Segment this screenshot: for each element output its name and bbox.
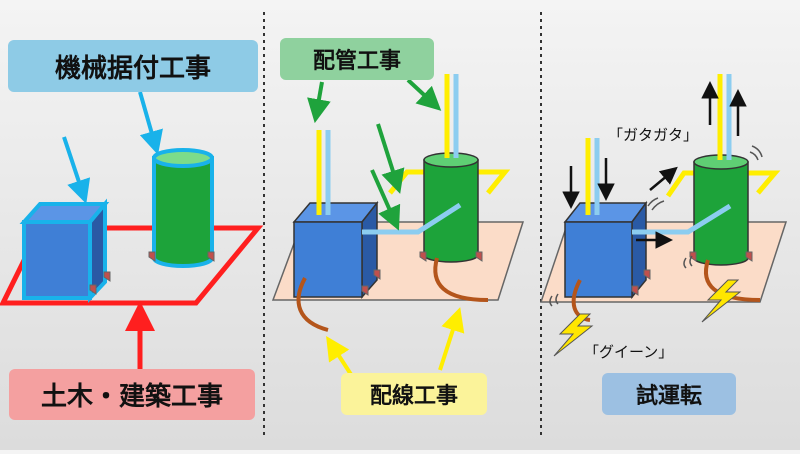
arrow-pipe-bend [376, 123, 405, 194]
anchor-bolts [89, 251, 215, 295]
label-installation: 機械据付工事 [8, 40, 258, 92]
arrow-pipe-box [307, 81, 331, 124]
cable-tank [704, 259, 761, 302]
panel-test-run [539, 74, 788, 357]
label-test-run: 試運転 [602, 373, 736, 415]
yellow-pipe-right [748, 170, 781, 195]
equipment-box [19, 198, 110, 304]
vibration-marks [549, 145, 763, 307]
arrow-pipe-tank [406, 78, 442, 111]
arrow-to-tank [138, 91, 163, 155]
arrow-to-box [62, 136, 91, 204]
arrow-wire-tank [438, 307, 465, 371]
spark-icon [553, 313, 594, 357]
cable-box [296, 277, 329, 332]
equipment-box [292, 200, 379, 299]
panel-installation [0, 91, 264, 369]
panel-piping [271, 74, 525, 378]
sound-hum: 「グイーン」 [584, 343, 674, 361]
equipment-tank [423, 152, 479, 263]
equipment-tank [152, 148, 214, 268]
flow-arrow-diagonal [649, 166, 678, 191]
blue-pipe-connector [362, 202, 462, 235]
cable-box [571, 279, 591, 322]
label-civil: 土木・建築工事 [9, 369, 255, 420]
blue-pipe-connector [632, 203, 732, 235]
label-wiring: 配線工事 [341, 373, 487, 415]
label-piping: 配管工事 [280, 38, 434, 80]
spark-icon [701, 279, 742, 323]
cable-tank [433, 257, 489, 302]
arrow-pipe-connector [370, 169, 401, 231]
yellow-pipe-right [478, 169, 511, 195]
sound-rattle: 「ガタガタ」 [608, 126, 699, 144]
anchor-bolts [361, 251, 483, 296]
anchor-bolts [631, 251, 753, 296]
arrow-wire-box [326, 335, 354, 378]
yellow-pipe-bend [665, 170, 694, 198]
